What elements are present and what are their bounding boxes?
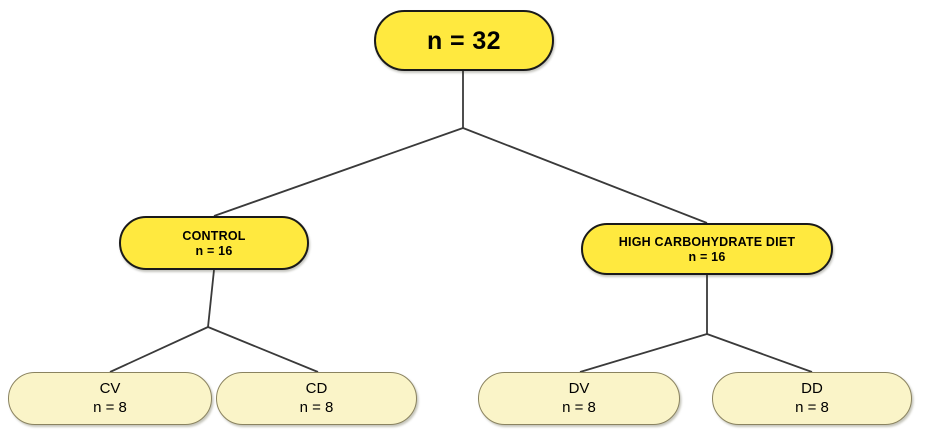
edge-branchtop-to-highcarb — [462, 127, 708, 224]
node-cv-count: n = 8 — [93, 398, 127, 416]
node-dv[interactable]: DV n = 8 — [478, 372, 680, 425]
node-high-carbohydrate-diet-count: n = 16 — [688, 249, 726, 264]
node-dd-count: n = 8 — [795, 398, 829, 416]
node-cd-count: n = 8 — [299, 398, 334, 416]
node-cd[interactable]: CD n = 8 — [216, 372, 417, 425]
node-root-label: n = 32 — [427, 26, 501, 55]
node-control[interactable]: CONTROL n = 16 — [119, 216, 309, 270]
edge-branchleft-to-cd — [207, 326, 319, 373]
node-root-total[interactable]: n = 32 — [374, 10, 554, 71]
node-dv-title: DV — [568, 379, 590, 397]
node-cd-title: CD — [305, 379, 328, 397]
node-control-title: CONTROL — [182, 228, 246, 243]
edge-branchright-to-dv — [579, 333, 708, 373]
edge-branchright-to-dd — [706, 333, 813, 373]
node-high-carbohydrate-diet[interactable]: HIGH CARBOHYDRATE DIET n = 16 — [581, 223, 833, 275]
node-high-carbohydrate-diet-title: HIGH CARBOHYDRATE DIET — [618, 234, 796, 249]
node-control-count: n = 16 — [195, 243, 233, 258]
edge-control-to-branchleft — [207, 269, 215, 328]
node-dd-title: DD — [801, 379, 823, 397]
node-cv[interactable]: CV n = 8 — [8, 372, 212, 425]
edge-branchleft-to-cv — [109, 326, 209, 373]
node-dd[interactable]: DD n = 8 — [712, 372, 912, 425]
node-cv-title: CV — [99, 379, 121, 397]
edge-branchtop-to-control — [213, 127, 464, 217]
node-dv-count: n = 8 — [562, 398, 596, 416]
